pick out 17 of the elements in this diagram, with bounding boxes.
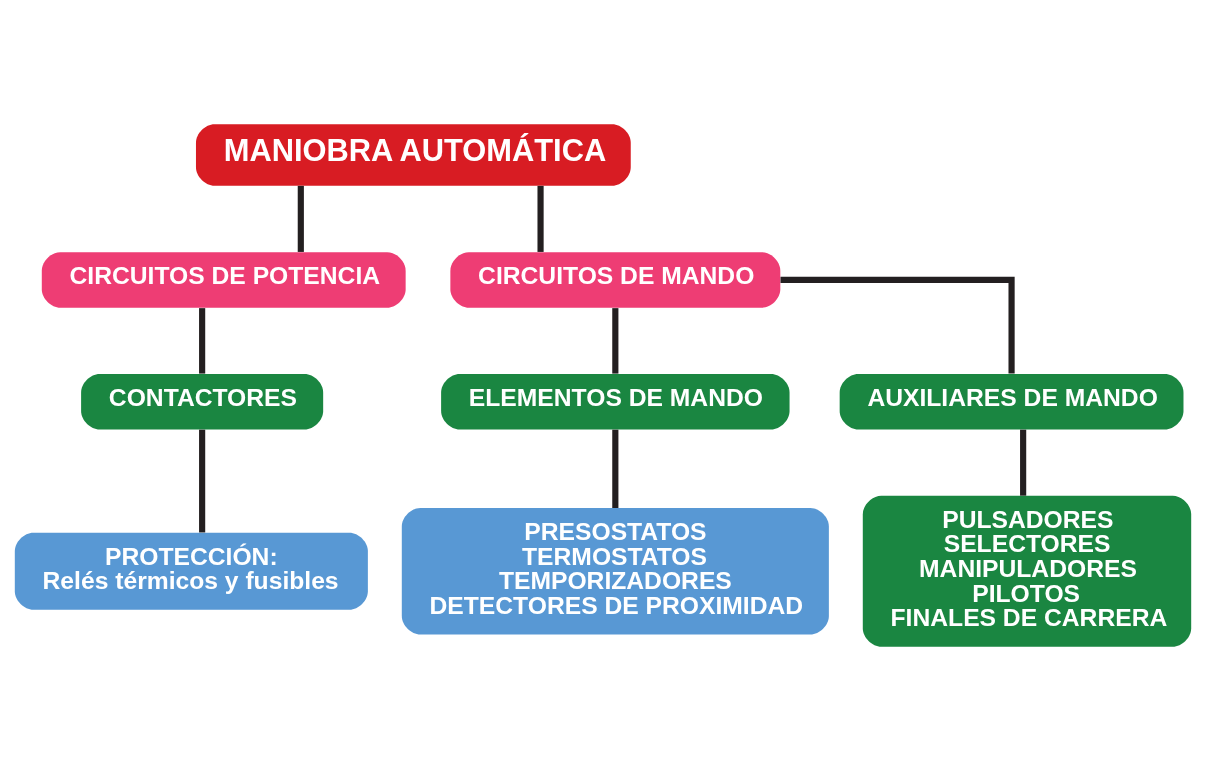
connector bbox=[780, 276, 1015, 374]
node-box: ELEMENTOS DE MANDO bbox=[441, 373, 790, 430]
node-box: PRESOSTATOS TERMOSTATOS TEMPORIZADORES DETECTORES DE PROXIMIDAD bbox=[401, 508, 829, 635]
node-box: AUXILIARES DE MANDO bbox=[839, 373, 1184, 430]
node-box: MANIOBRA AUTOMÁTICA bbox=[195, 124, 631, 186]
node-box: PROTECCIÓN: Relés térmicos y fusibles bbox=[14, 532, 368, 610]
node-box: CIRCUITOS DE POTENCIA bbox=[41, 252, 406, 308]
connector bbox=[1020, 429, 1027, 496]
connector bbox=[612, 429, 619, 508]
connector bbox=[199, 308, 206, 374]
node-box: PULSADORES SELECTORES MANIPULADORES PILOTOS FINALES DE CARRERA bbox=[862, 495, 1192, 647]
connector bbox=[537, 185, 544, 252]
node-box: CIRCUITOS DE MANDO bbox=[450, 252, 781, 308]
node-box: CONTACTORES bbox=[81, 373, 324, 430]
connector bbox=[612, 308, 619, 374]
connector bbox=[297, 185, 304, 252]
connector bbox=[199, 429, 206, 533]
